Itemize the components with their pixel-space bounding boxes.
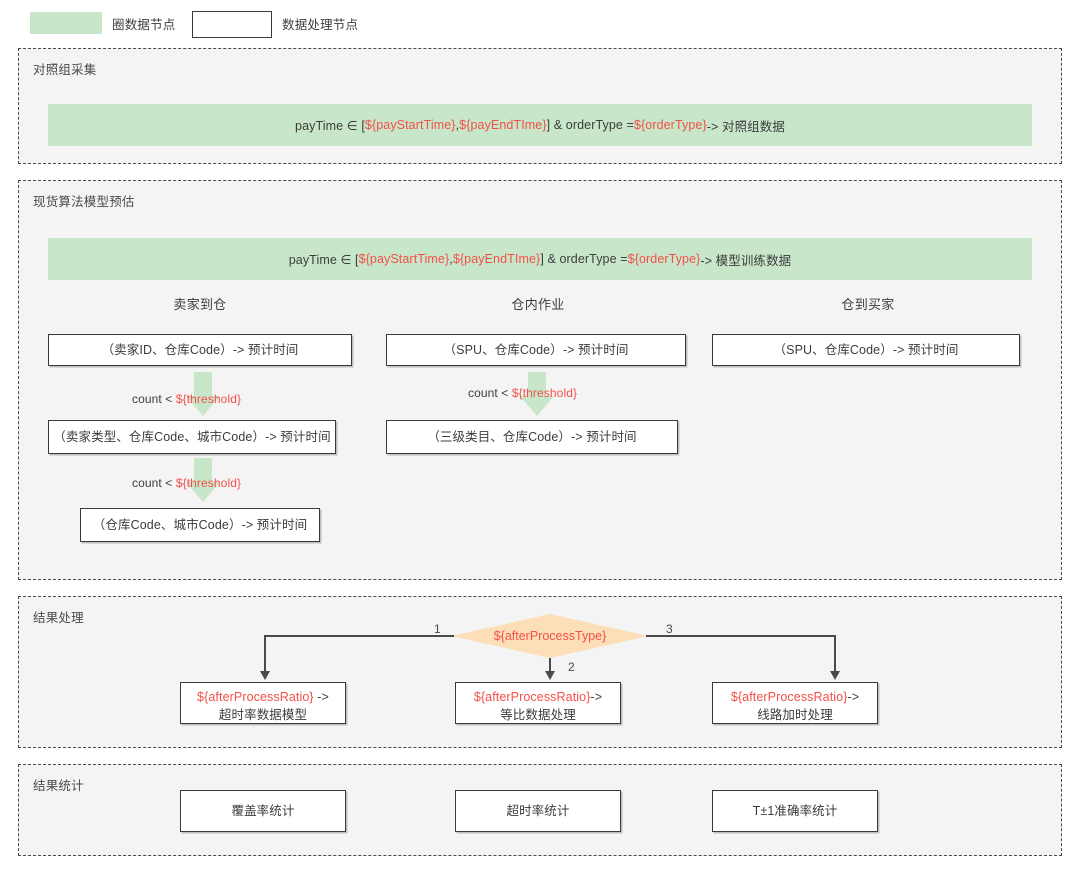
column-header-warehouse-to-buyer: 仓到买家: [841, 297, 895, 312]
threshold-prefix: count <: [132, 392, 176, 406]
green-arrow-shaft: [528, 372, 546, 396]
result-box-1-arrow: ->: [313, 690, 329, 704]
decision-after-process-type[interactable]: ${afterProcessType}: [452, 614, 648, 658]
result-box-1-label: 超时率数据模型: [218, 708, 308, 723]
node-seller-l1[interactable]: （卖家ID、仓库Code）-> 预计时间: [48, 334, 352, 366]
collect-banner-var-end: ${payEndTIme}: [459, 118, 547, 132]
collect-banner-suffix: -> 对照组数据: [706, 119, 785, 134]
result-box-3-label: 线路加时处理: [757, 708, 833, 723]
model-banner-var-end: ${payEndTIme}: [452, 252, 541, 266]
node-seller-l2[interactable]: （卖家类型、仓库Code、城市Code）-> 预计时间: [48, 420, 336, 454]
green-arrow-head: [186, 482, 220, 502]
threshold-label-seller-2: count < ${threshold}: [132, 476, 241, 490]
threshold-prefix: count <: [132, 476, 176, 490]
node-buyer-l1[interactable]: （SPU、仓库Code）-> 预计时间: [712, 334, 1020, 366]
threshold-prefix: count <: [468, 386, 512, 400]
green-arrow-head: [520, 396, 554, 416]
legend-green-swatch: [30, 12, 102, 34]
model-banner-var-ordertype: ${orderType}: [627, 252, 701, 266]
section-stats-title: 结果统计: [33, 779, 84, 793]
result-box-overtime-model[interactable]: ${afterProcessRatio} -> 超时率数据模型: [180, 682, 346, 724]
model-banner-var-start: ${payStartTime}: [358, 252, 450, 266]
threshold-var: ${threshold}: [175, 392, 242, 406]
decision-label: ${afterProcessType}: [493, 629, 607, 643]
connector-branch3-vertical: [834, 635, 836, 673]
connector-branch2-vertical: [549, 658, 551, 674]
model-banner-prefix: payTime ∈ [: [288, 252, 359, 267]
connector-branch3-arrowhead: [830, 671, 840, 680]
section-result-title: 结果处理: [33, 611, 84, 625]
legend-green-label: 圈数据节点: [112, 18, 176, 32]
collect-banner-var-ordertype: ${orderType}: [633, 118, 707, 132]
stats-box-overtime-rate[interactable]: 超时率统计: [455, 790, 621, 832]
threshold-var: ${threshold}: [175, 476, 242, 490]
result-box-proportional[interactable]: ${afterProcessRatio}-> 等比数据处理: [455, 682, 621, 724]
collect-banner-var-start: ${payStartTime}: [364, 118, 456, 132]
collect-banner-mid: ] & orderType =: [546, 118, 634, 132]
node-warehouse-l1[interactable]: （SPU、仓库Code）-> 预计时间: [386, 334, 686, 366]
connector-branch1-horizontal: [264, 635, 454, 637]
branch-number-3: 3: [666, 622, 673, 636]
green-arrow-shaft: [194, 458, 212, 482]
connector-branch1-vertical: [264, 635, 266, 673]
branch-number-1: 1: [434, 622, 441, 636]
model-banner-suffix: -> 模型训练数据: [700, 253, 792, 268]
result-box-3-arrow: ->: [847, 690, 860, 704]
green-arrow-seller-l2-l3: [186, 458, 220, 502]
legend: 圈数据节点 数据处理节点: [0, 0, 1080, 48]
model-banner-mid: ] & orderType =: [540, 252, 628, 266]
threshold-label-seller-1: count < ${threshold}: [132, 392, 241, 406]
section-model-title: 现货算法模型预估: [33, 195, 135, 209]
section-collect-title: 对照组采集: [33, 63, 97, 77]
green-arrow-seller-l1-l2: [186, 372, 220, 416]
collect-banner-prefix: payTime ∈ [: [295, 118, 365, 133]
result-box-2-var: ${afterProcessRatio}: [473, 690, 591, 704]
result-box-2-label: 等比数据处理: [500, 708, 576, 723]
model-training-banner: payTime ∈ [${payStartTime} , ${payEndTIm…: [48, 238, 1032, 280]
legend-box-label: 数据处理节点: [282, 18, 359, 32]
column-header-seller-to-warehouse: 卖家到仓: [173, 297, 227, 312]
result-box-2-arrow: ->: [590, 690, 603, 704]
branch-number-2: 2: [568, 660, 575, 674]
column-header-in-warehouse: 仓内作业: [511, 297, 565, 312]
legend-box-swatch: [192, 11, 272, 38]
connector-branch1-arrowhead: [260, 671, 270, 680]
result-box-3-var: ${afterProcessRatio}: [730, 690, 848, 704]
result-box-1-var: ${afterProcessRatio}: [197, 690, 314, 704]
node-seller-l3[interactable]: （仓库Code、城市Code）-> 预计时间: [80, 508, 320, 542]
green-arrow-shaft: [194, 372, 212, 396]
stats-box-coverage-rate[interactable]: 覆盖率统计: [180, 790, 346, 832]
green-arrow-warehouse-l1-l2: [520, 372, 554, 416]
connector-branch2-arrowhead: [545, 671, 555, 680]
stats-box-t1-accuracy[interactable]: T±1准确率统计: [712, 790, 878, 832]
collect-banner-sep: ,: [455, 118, 460, 132]
threshold-var: ${threshold}: [511, 386, 578, 400]
threshold-label-warehouse-1: count < ${threshold}: [468, 386, 577, 400]
collect-data-banner: payTime ∈ [${payStartTime} , ${payEndTIm…: [48, 104, 1032, 146]
green-arrow-head: [186, 396, 220, 416]
model-banner-sep: ,: [449, 252, 453, 266]
connector-branch3-horizontal: [646, 635, 836, 637]
result-box-route-extra-time[interactable]: ${afterProcessRatio}-> 线路加时处理: [712, 682, 878, 724]
node-warehouse-l2[interactable]: （三级类目、仓库Code）-> 预计时间: [386, 420, 678, 454]
